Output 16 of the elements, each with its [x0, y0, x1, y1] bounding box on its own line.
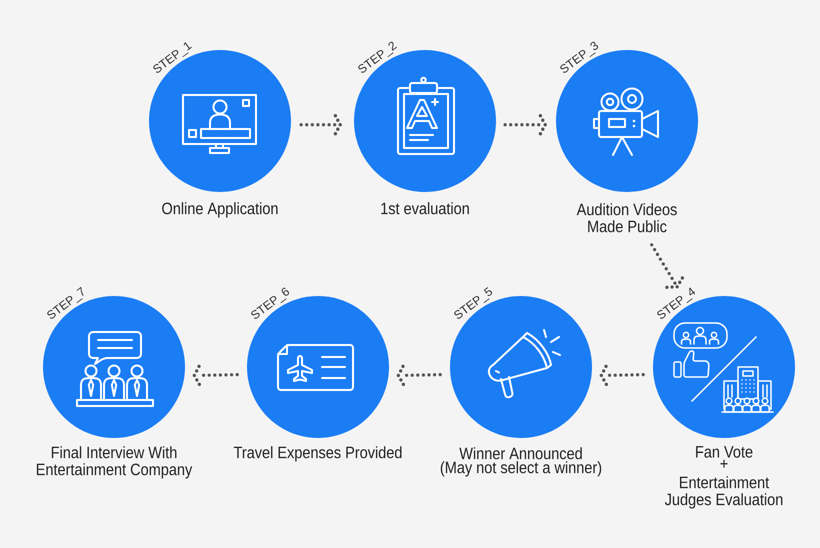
arrow — [650, 243, 684, 290]
arrow — [504, 114, 547, 136]
step-caption: Entertainment Judges Evaluation — [664, 476, 782, 509]
step-caption: Online Application — [162, 202, 278, 218]
arrow — [300, 114, 342, 136]
step-caption: + — [720, 460, 728, 468]
step-caption: Final Interview With Entertainment Company — [36, 446, 192, 479]
step-caption: 1st evaluation — [381, 202, 469, 214]
step-caption: Audition Videos Made Public — [576, 203, 677, 232]
step-caption: Winner Announced — [459, 447, 582, 460]
arrow — [396, 364, 442, 386]
step-caption: Fan Vote — [696, 446, 752, 458]
arrow — [600, 364, 645, 386]
step-caption: Travel Expenses Provided — [234, 446, 402, 462]
step-caption: (May not select a winner) — [440, 461, 602, 477]
arrow — [192, 364, 239, 386]
